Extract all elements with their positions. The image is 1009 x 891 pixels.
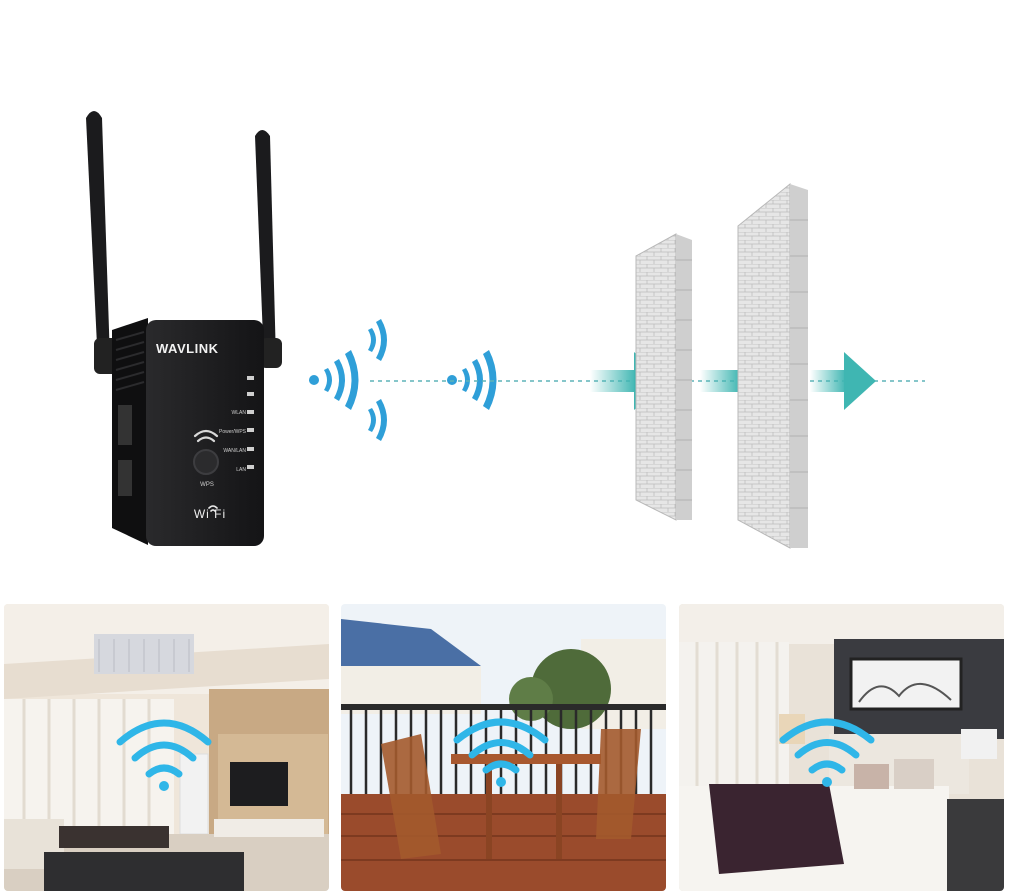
wifi-icon	[779, 718, 875, 774]
device-wifi-icon	[193, 429, 219, 443]
led-labels: WLAN Power/WPS WAN/LAN LAN	[214, 404, 246, 480]
wall-art	[849, 657, 963, 711]
router-device	[86, 111, 282, 546]
wifi-waves-icon	[309, 319, 497, 441]
wps-label: WPS	[200, 482, 214, 488]
wifi-logo-text: Wi Fi	[193, 507, 227, 521]
right-antenna	[255, 130, 276, 364]
scene-bedroom	[679, 604, 1004, 891]
left-antenna	[86, 111, 110, 366]
tv	[230, 762, 288, 806]
led-label-power-wps: Power/WPS	[219, 429, 246, 435]
extender-diagram	[86, 111, 925, 549]
wps-button	[193, 449, 219, 475]
brand-logo: WAVLINK	[156, 341, 219, 356]
led-label-wlan: WLAN	[231, 410, 246, 416]
scene-balcony	[341, 604, 666, 891]
scene-living-room	[4, 604, 329, 891]
device-front	[146, 320, 264, 546]
wifi-logo-icon	[208, 505, 218, 512]
wall-1	[635, 233, 692, 521]
wifi-icon	[116, 719, 212, 778]
wifi-icon	[453, 718, 549, 774]
arrow-right-icon	[810, 352, 876, 410]
led-label-wan-lan: WAN/LAN	[223, 448, 246, 454]
table	[451, 754, 601, 764]
led-label-lan: LAN	[236, 467, 246, 473]
wall-2	[737, 182, 808, 549]
